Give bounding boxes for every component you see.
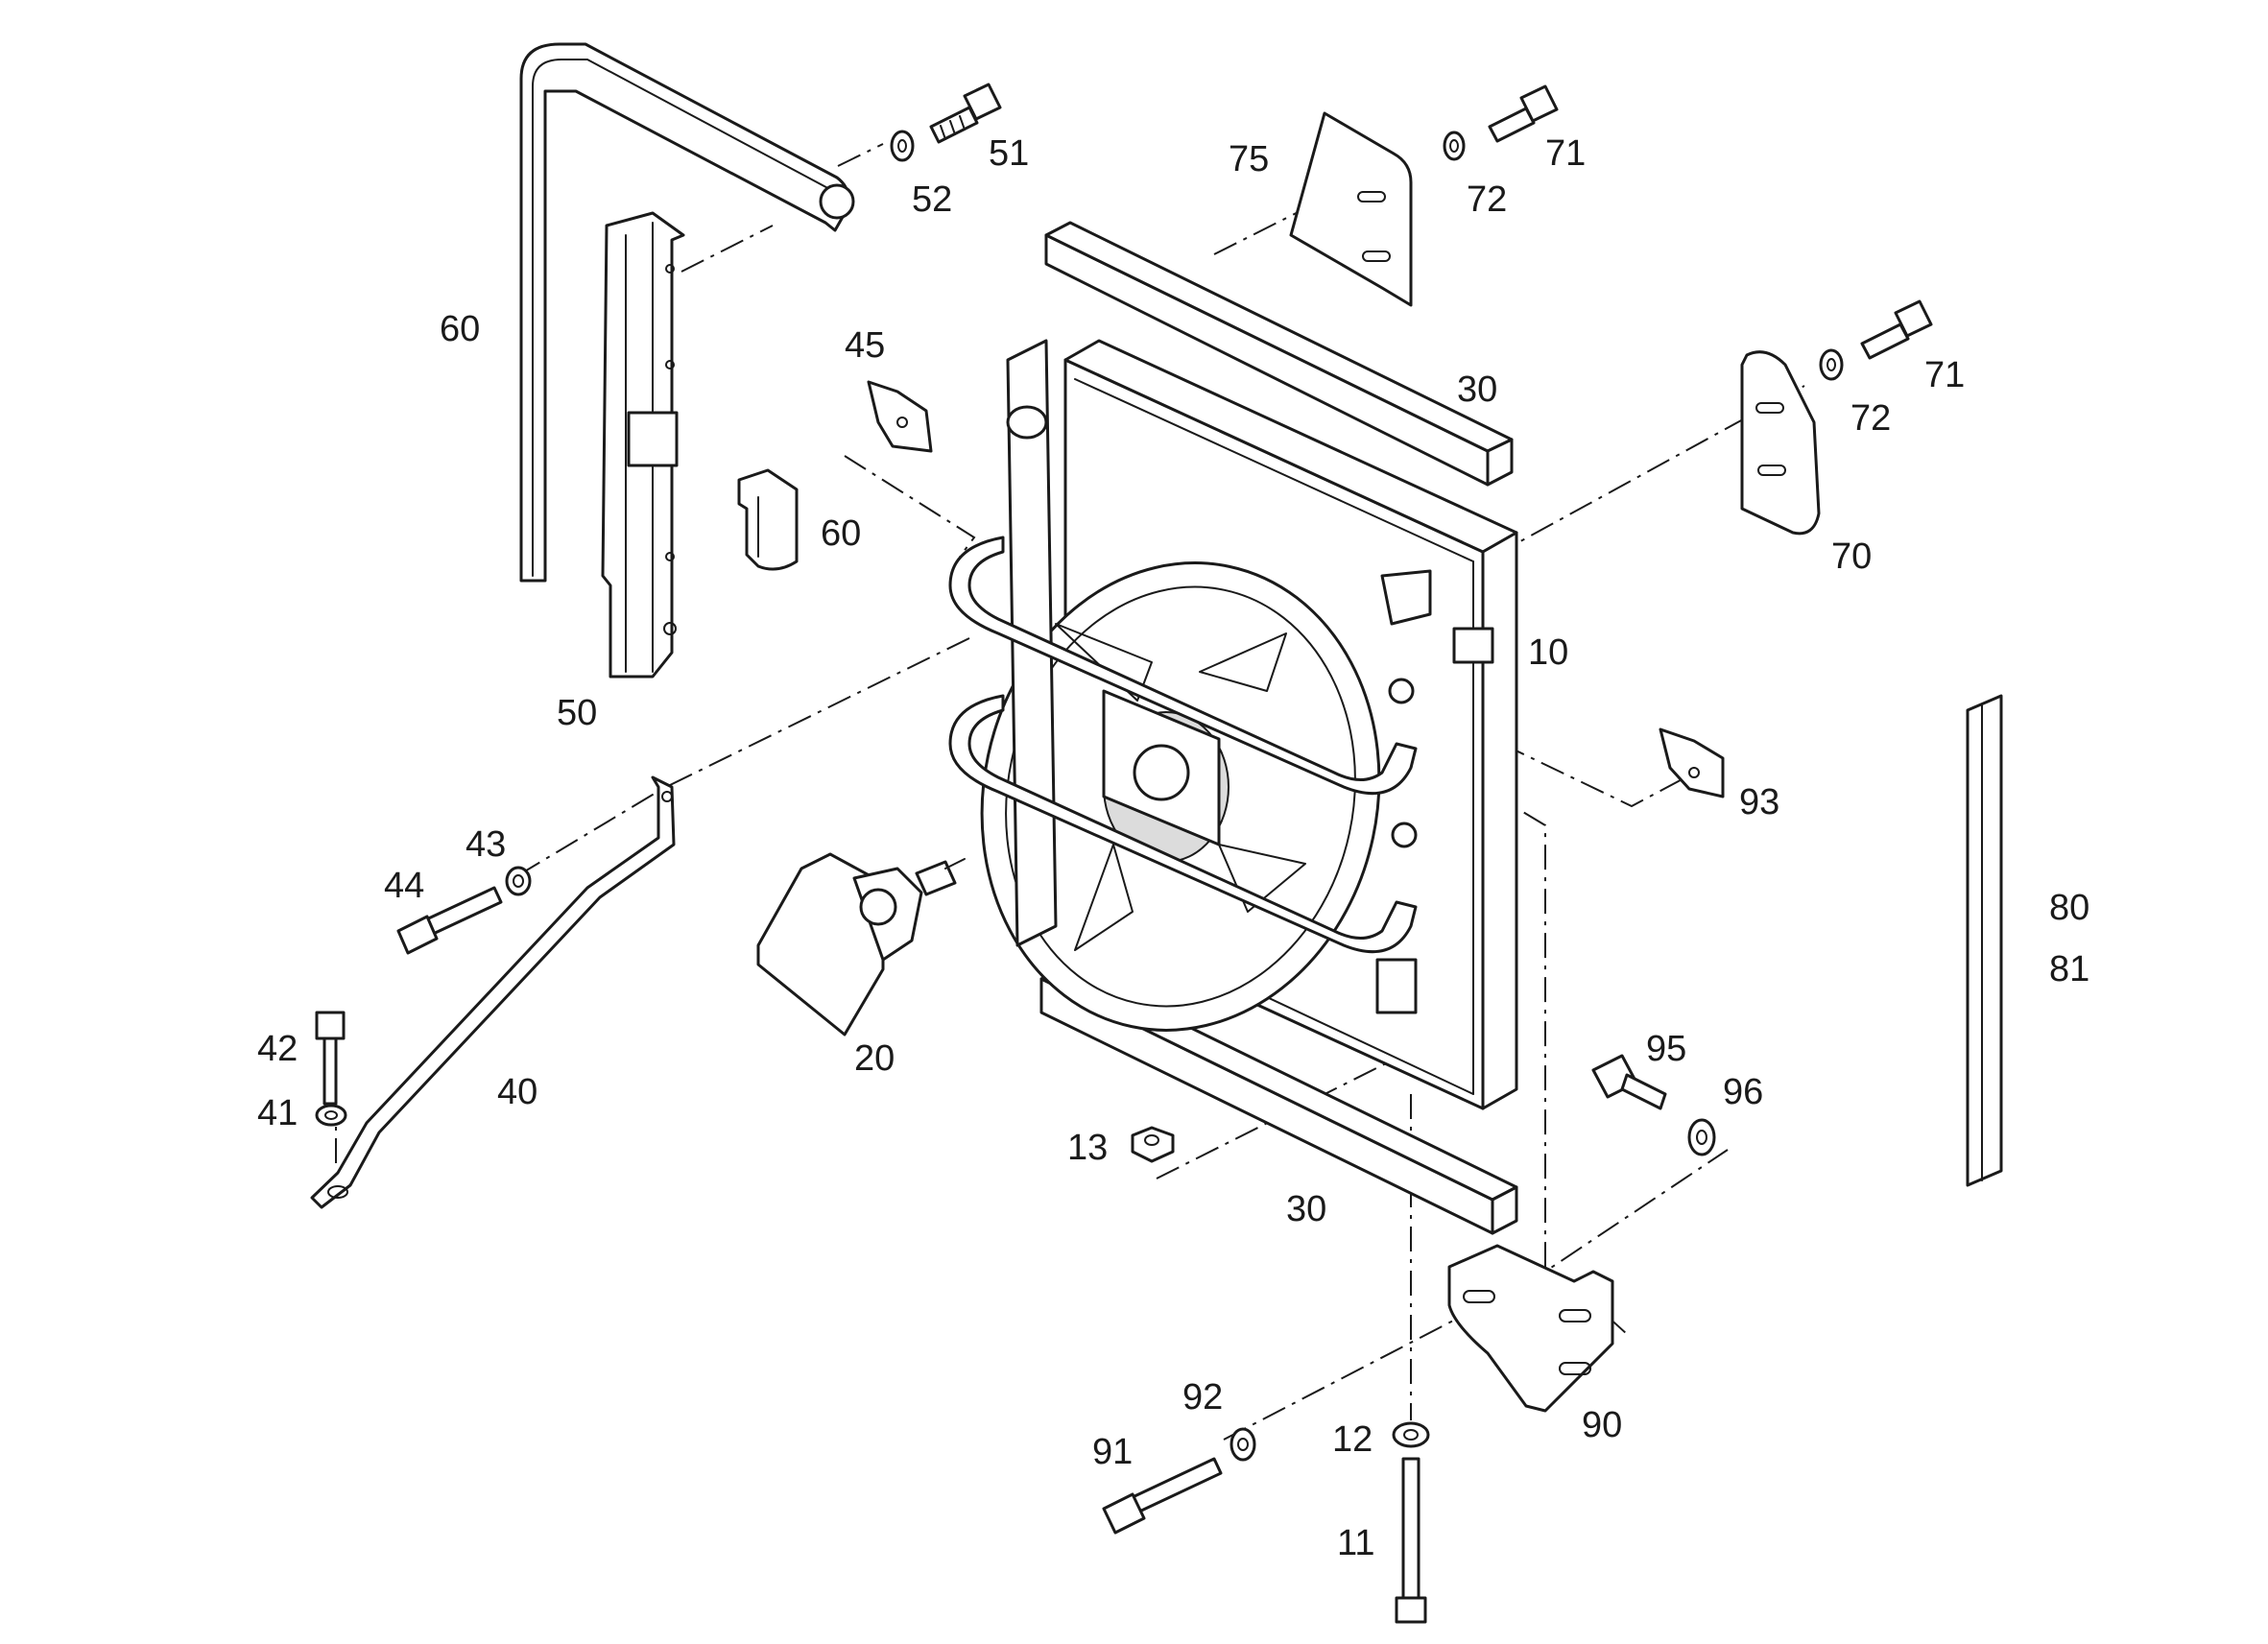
bolt-part-51	[929, 83, 1002, 144]
label-91: 91	[1092, 1432, 1133, 1472]
plate-part-70	[1740, 350, 1821, 536]
washer-part-43	[505, 866, 532, 896]
label-51: 51	[989, 133, 1029, 174]
label-41: 41	[257, 1093, 298, 1133]
label-80: 80	[2049, 888, 2089, 928]
label-30-bottom: 30	[1286, 1189, 1326, 1229]
bolt-part-42	[315, 1011, 346, 1106]
label-96: 96	[1723, 1072, 1763, 1112]
seal-strip-part-60	[519, 42, 855, 583]
washer-part-96	[1687, 1118, 1716, 1156]
bracket-part-75	[1289, 111, 1413, 307]
label-30-top: 30	[1457, 369, 1497, 410]
label-12: 12	[1332, 1419, 1373, 1460]
label-70: 70	[1831, 536, 1872, 577]
strip-part-80-81	[1966, 694, 2003, 1187]
bolt-part-71-right	[1860, 299, 1933, 360]
bolt-part-95	[1591, 1054, 1667, 1110]
label-72-upper: 72	[1467, 179, 1507, 220]
mounting-rail-part-50	[601, 211, 685, 679]
bracket-part-90	[1447, 1244, 1614, 1413]
bolt-part-44	[396, 886, 503, 955]
washer-part-72-right	[1819, 348, 1844, 381]
label-93: 93	[1739, 782, 1779, 822]
label-44: 44	[384, 866, 424, 906]
clip-part-60	[737, 468, 799, 571]
foam-strip-part-30-top	[1044, 221, 1514, 487]
label-10: 10	[1528, 632, 1568, 673]
label-13: 13	[1067, 1128, 1108, 1168]
label-90: 90	[1582, 1405, 1622, 1445]
label-11: 11	[1337, 1523, 1374, 1563]
label-71-upper: 71	[1545, 133, 1586, 174]
radiator-assembly-part-10	[948, 339, 1518, 1110]
label-75: 75	[1229, 139, 1269, 179]
clip-part-45	[867, 380, 933, 453]
label-81: 81	[2049, 949, 2089, 989]
bolt-part-11	[1395, 1457, 1427, 1624]
label-43: 43	[466, 824, 506, 865]
bolt-part-91	[1102, 1457, 1223, 1535]
label-40: 40	[497, 1072, 537, 1112]
label-50: 50	[557, 693, 597, 733]
label-42: 42	[257, 1029, 298, 1069]
label-45: 45	[845, 325, 885, 366]
washer-part-12	[1392, 1421, 1430, 1448]
fan-motor-part-20	[756, 852, 966, 1036]
washer-part-41	[315, 1104, 347, 1127]
washer-part-52	[890, 130, 915, 162]
label-52: 52	[912, 179, 952, 220]
clip-part-93	[1659, 727, 1725, 798]
nut-part-13	[1131, 1126, 1175, 1163]
brace-rod-part-40	[310, 775, 676, 1209]
label-71-right: 71	[1924, 355, 1965, 395]
label-60-clip: 60	[821, 513, 861, 554]
label-92: 92	[1182, 1377, 1223, 1418]
label-60-seal: 60	[440, 309, 480, 349]
label-95: 95	[1646, 1029, 1686, 1069]
label-72-right: 72	[1850, 398, 1891, 439]
label-20: 20	[854, 1038, 895, 1079]
part-labels: 60 52 51 75 72 71 45 30 71 72 60 70 50 1…	[257, 133, 2089, 1563]
washer-part-72-upper	[1443, 131, 1466, 161]
bolt-part-71-upper	[1488, 84, 1559, 143]
washer-part-92	[1229, 1427, 1256, 1462]
